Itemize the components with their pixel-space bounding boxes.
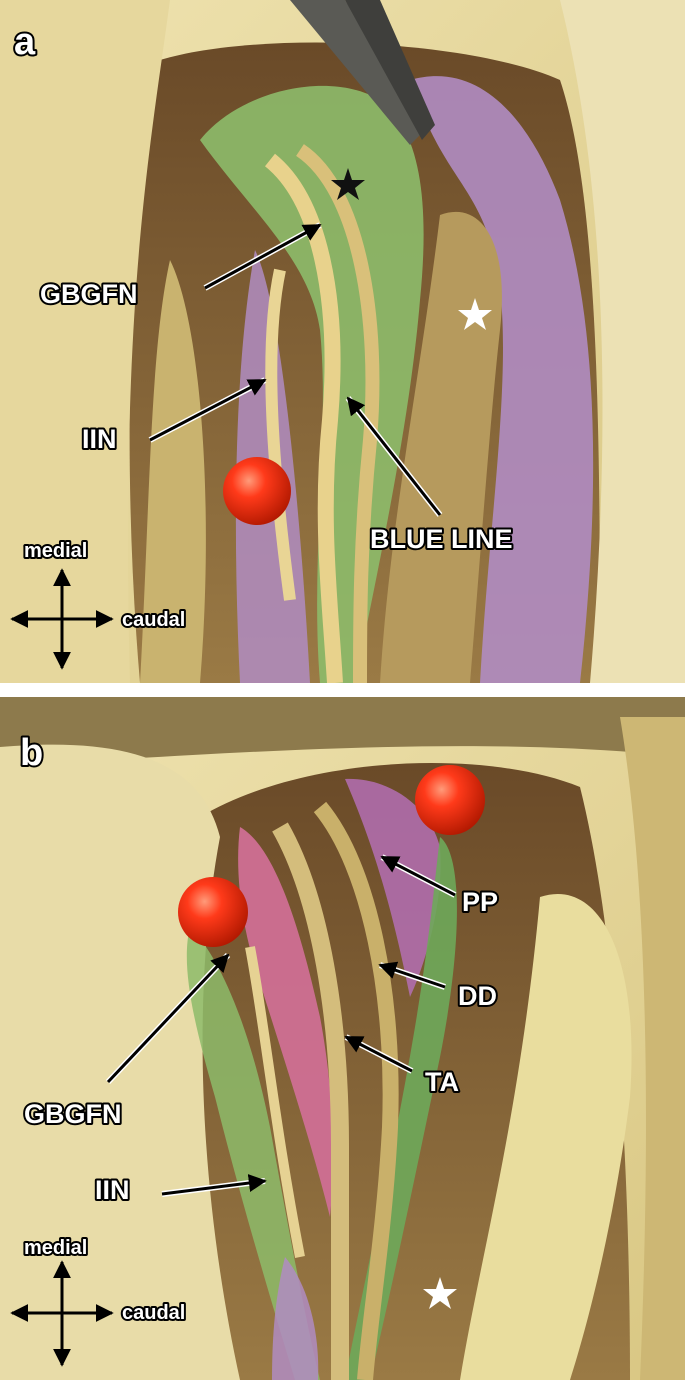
white-star-icon	[423, 1277, 457, 1309]
label-iin: IIN	[82, 424, 117, 454]
orientation-medial: medial	[24, 1237, 87, 1259]
arrow-ta	[344, 1035, 413, 1073]
pink-overlay	[238, 827, 333, 1217]
right-fat-tissue	[460, 893, 632, 1380]
label-ta: TA	[425, 1067, 459, 1097]
arrow-iin	[149, 378, 267, 442]
iin-nerve	[245, 946, 305, 1258]
forceps	[290, 0, 425, 145]
left-fat-tissue	[0, 0, 170, 683]
nerve-strand-1	[264, 153, 343, 683]
panel-a-photo: a GBGFN IIN BLUE LINE medial caudal	[0, 0, 685, 683]
white-star-icon	[458, 298, 492, 330]
purple-overlay	[345, 778, 441, 997]
panel-b: b PP DD TA GBGFN IIN medial caudal	[0, 697, 685, 1380]
purple-overlay-right	[410, 76, 594, 683]
label-gbgfn: GBGFN	[24, 1099, 122, 1129]
black-star-icon	[331, 168, 365, 200]
panel-divider	[0, 683, 685, 697]
arrow-gbgfn	[106, 953, 230, 1084]
right-edge-tissue	[620, 717, 685, 1380]
muscle-tissue-right	[380, 211, 502, 683]
arrow-iin	[161, 1174, 267, 1196]
arrow-dd	[378, 961, 446, 989]
arrow-gbgfn	[204, 223, 322, 290]
purple-overlay-lower	[272, 1257, 319, 1380]
muscle-layer-2	[313, 801, 399, 1380]
panel-b-photo: b PP DD TA GBGFN IIN medial caudal	[0, 697, 685, 1380]
right-fat-tissue	[560, 0, 685, 683]
muscle-layer-1	[272, 822, 349, 1380]
label-gbgfn: GBGFN	[40, 279, 138, 309]
arrow-blue-line	[346, 396, 442, 516]
top-tissue-band	[0, 697, 685, 767]
orange-pin-icon	[223, 457, 291, 525]
orientation-caudal: caudal	[122, 609, 185, 631]
iin-nerve	[265, 268, 296, 601]
label-dd: DD	[458, 981, 497, 1011]
panel-a: a GBGFN IIN BLUE LINE medial caudal	[0, 0, 685, 683]
label-iin: IIN	[95, 1175, 130, 1205]
label-blue-line: BLUE LINE	[370, 524, 513, 554]
panel-letter-a: a	[14, 21, 36, 63]
orange-pin-icon	[415, 765, 485, 835]
muscle-fibers	[140, 260, 206, 683]
label-pp: PP	[462, 887, 498, 917]
orange-pin-icon	[178, 877, 248, 947]
orientation-compass: medial caudal	[10, 1235, 187, 1367]
orientation-caudal: caudal	[122, 1302, 185, 1324]
panel-letter-b: b	[20, 732, 43, 774]
orientation-medial: medial	[24, 540, 87, 562]
arrow-pp	[380, 855, 456, 897]
orientation-compass: medial caudal	[10, 538, 187, 670]
forceps-jaw	[345, 0, 435, 140]
